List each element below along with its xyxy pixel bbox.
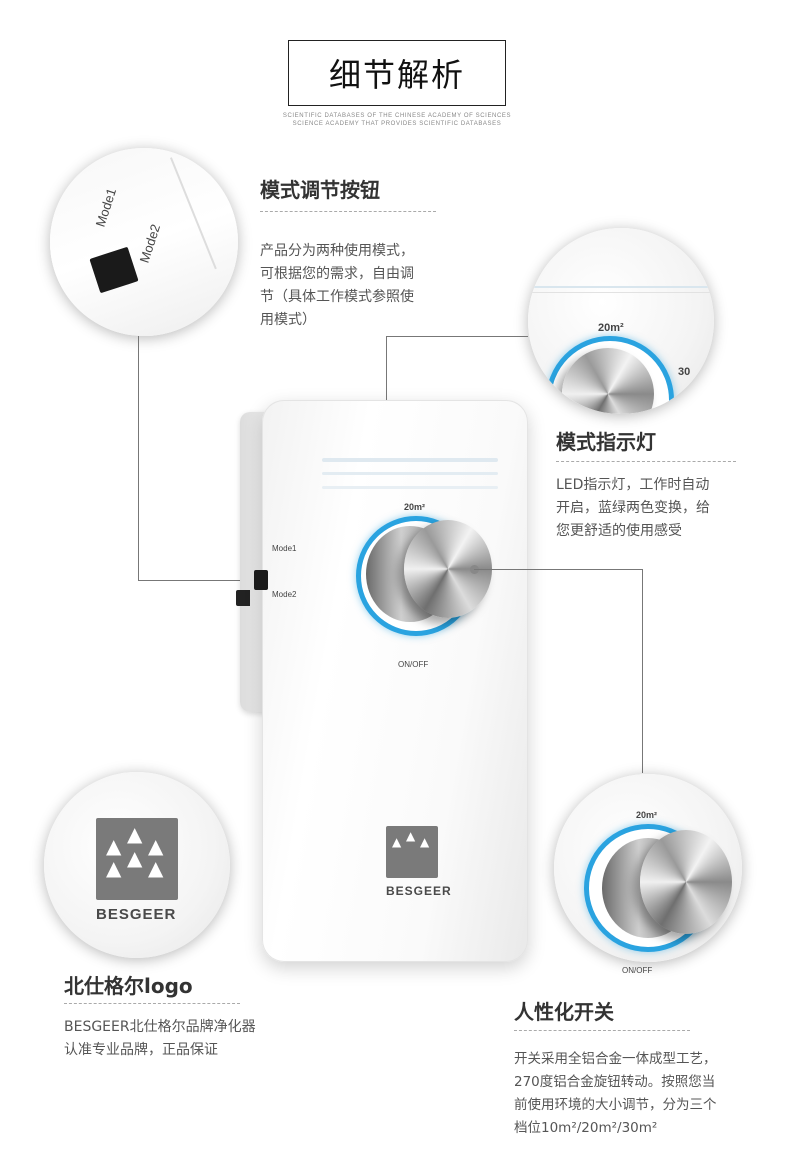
- tree-icon: ▲: [420, 835, 430, 849]
- tree-icon: ▲: [148, 856, 164, 880]
- device-logo: ▲ ▲ ▲: [386, 826, 438, 878]
- indicator-description: LED指示灯，工作时自动 开启，蓝绿两色变换，给 您更舒适的使用感受: [556, 477, 710, 539]
- tree-icon: ▲: [106, 834, 122, 858]
- mode-button-description: 产品分为两种使用模式， 可根据您的需求，自由调 节（具体工作模式参照使 用模式）: [260, 243, 414, 328]
- switch-divider: [514, 1030, 690, 1031]
- mode2-label: Mode2: [272, 590, 297, 599]
- header-subline-1: SCIENTIFIC DATABASES OF THE CHINESE ACAD…: [282, 113, 512, 119]
- logo-description: BESGEER北仕格尔品牌净化器 认准专业品牌，正品保证: [64, 1019, 256, 1058]
- mode-button-heading: 模式调节按钮: [260, 178, 380, 202]
- logo-heading: 北仕格尔logo: [64, 974, 193, 998]
- mode-switch-closeup: Mode1 Mode2: [50, 148, 238, 336]
- logo-closeup: ▲ ▲ ▲ ▲ ▲ ▲ BESGEER: [44, 772, 230, 958]
- light-strip-1: [322, 458, 498, 462]
- tree-icon: ▲: [127, 846, 143, 870]
- area-label: 20m²: [404, 502, 426, 512]
- tree-icon: ▲: [106, 856, 122, 880]
- connector-mode-vertical: [138, 336, 139, 580]
- logo-divider: [64, 1003, 240, 1004]
- connector-switch-vertical: [642, 569, 643, 773]
- onoff-label: ON/OFF: [398, 660, 429, 669]
- light-strip-2: [322, 472, 498, 475]
- mode-switch[interactable]: [254, 570, 268, 590]
- switch-knob: [640, 830, 732, 934]
- tree-icon: ▲: [148, 834, 164, 858]
- switch-description: 开关采用全铝合金一体成型工艺， 270度铝合金旋钮转动。按照您当 前使用环境的大…: [514, 1051, 717, 1136]
- page-title: 细节解析: [288, 40, 506, 106]
- indicator-closeup: 20m² 30: [528, 228, 714, 414]
- connector-indicator-vertical: [386, 336, 387, 454]
- side-plug: [236, 590, 250, 606]
- connector-mode-horizontal: [138, 580, 262, 581]
- switch-area-label: 20m²: [636, 810, 658, 820]
- connector-switch-horizontal: [474, 569, 642, 570]
- mode-button-divider: [260, 211, 436, 212]
- switch-closeup: 20m² ON/OFF: [554, 774, 742, 962]
- indicator-knob: [562, 348, 654, 414]
- switch-onoff-caption: ON/OFF: [622, 966, 653, 975]
- tree-icon: ▲: [406, 829, 416, 843]
- tree-icon: ▲: [127, 822, 143, 846]
- header-subline-2: SCIENCE ACADEMY THAT PROVIDES SCIENTIFIC…: [292, 121, 502, 127]
- indicator-heading: 模式指示灯: [556, 430, 656, 454]
- indicator-divider: [556, 461, 736, 462]
- connector-indicator-horizontal: [386, 336, 528, 337]
- light-strip-3: [322, 486, 498, 489]
- device-brand: BESGEER: [386, 884, 452, 898]
- switch-heading: 人性化开关: [514, 1000, 614, 1024]
- logo-closeup-box: ▲ ▲ ▲ ▲ ▲ ▲: [96, 818, 178, 900]
- mode1-label: Mode1: [272, 544, 297, 553]
- tree-icon: ▲: [392, 835, 402, 849]
- indicator-area-label: 20m²: [598, 322, 624, 334]
- indicator-area-label-30: 30: [678, 366, 691, 378]
- logo-closeup-brand: BESGEER: [96, 906, 177, 923]
